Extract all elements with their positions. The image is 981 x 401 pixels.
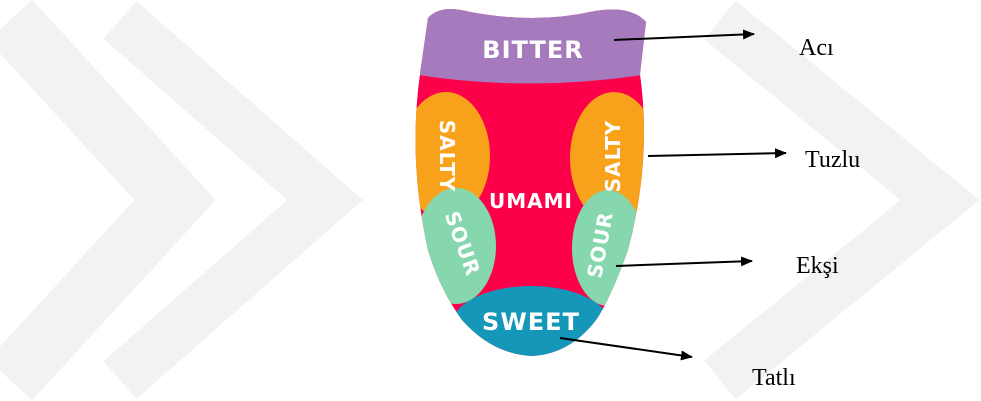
salty-left-region [415,92,490,220]
bitter-arrow [613,29,755,41]
salty-right-label: SALTY [601,120,625,192]
salty-right-region [570,92,646,224]
sweet-arrow [559,337,693,361]
bitter-label: BITTER [482,36,583,64]
bitter-region [415,9,646,84]
salty-left-label: SALTY [435,120,459,192]
bitter-callout: Acı [799,35,834,61]
salty-callout: Tuzlu [805,147,860,173]
sweet-callout: Tatlı [752,365,796,391]
salty-arrow [647,148,787,159]
sour-arrow [615,256,753,267]
sweet-label: SWEET [482,308,580,336]
tongue [415,9,646,356]
sour-callout: Ekşi [796,253,839,279]
umami-label: UMAMI [489,189,573,213]
